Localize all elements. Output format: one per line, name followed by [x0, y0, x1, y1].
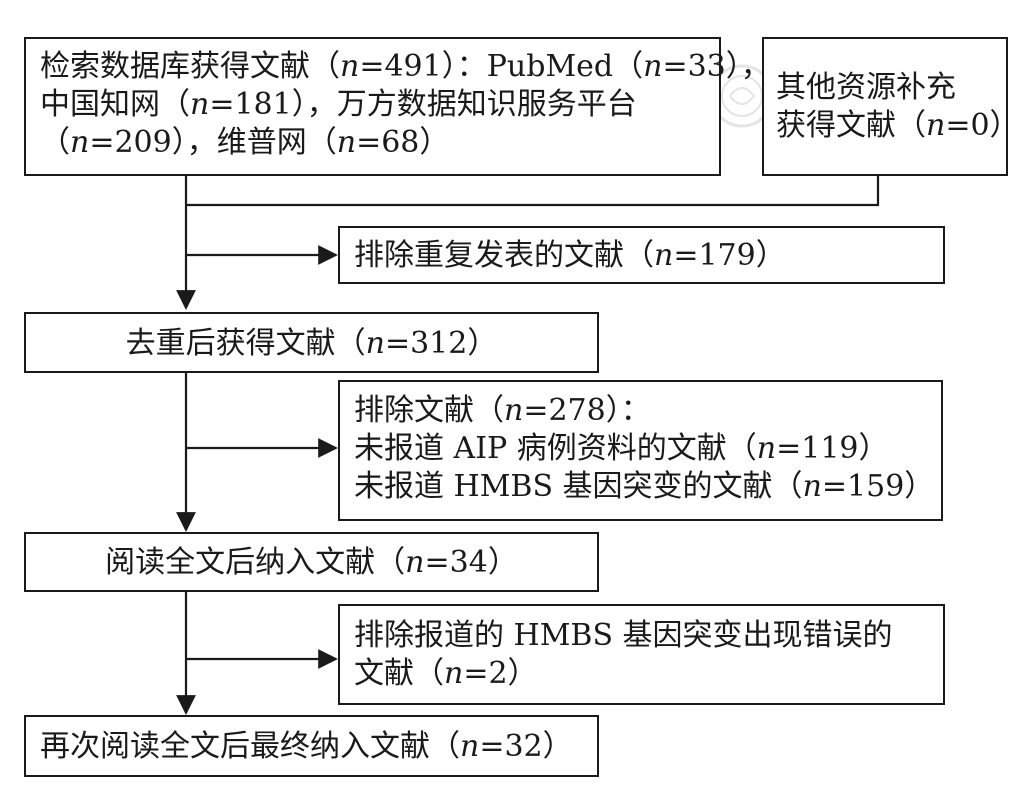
- fulltext-included-text: 阅读全文后纳入文献（n=34）: [105, 545, 518, 580]
- exclude-errors-line-1: 排除报道的 HMBS 基因突变出现错误的: [354, 618, 893, 653]
- exclude-errors-line-2: 文献（n=2）: [354, 656, 538, 691]
- exclude-278-box: 排除文献（n=278）： 未报道 AIP 病例资料的文献（n=119） 未报道 …: [338, 380, 943, 521]
- exclude-278-line-1: 排除文献（n=278）：: [354, 393, 651, 428]
- after-dedup-box: 去重后获得文献（n=312）: [24, 312, 599, 373]
- fulltext-included-box: 阅读全文后纳入文献（n=34）: [24, 532, 599, 592]
- exclude-278-line-2: 未报道 AIP 病例资料的文献（n=119）: [354, 431, 889, 466]
- exclude-278-line-3: 未报道 HMBS 基因突变的文献（n=159）: [354, 469, 935, 504]
- other-sources-box: 其他资源补充 获得文献（n=0）: [762, 37, 1020, 176]
- search-line-2: 中国知网（n=181），万方数据知识服务平台: [40, 87, 637, 122]
- other-sources-line-1: 其他资源补充: [776, 70, 956, 105]
- search-line-1: 检索数据库获得文献（n=491）：PubMed（n=33），: [40, 49, 771, 84]
- final-included-box: 再次阅读全文后最终纳入文献（n=32）: [24, 715, 599, 777]
- after-dedup-text: 去重后获得文献（n=312）: [125, 326, 498, 361]
- connector-other-sources-merge: [186, 176, 880, 207]
- exclude-errors-box: 排除报道的 HMBS 基因突变出现错误的 文献（n=2）: [338, 604, 945, 705]
- exclude-duplicates-box: 排除重复发表的文献（n=179）: [338, 226, 945, 284]
- other-sources-line-2: 获得文献（n=0）: [776, 108, 1020, 143]
- final-included-text: 再次阅读全文后最终纳入文献（n=32）: [40, 729, 573, 764]
- exclude-duplicates-text: 排除重复发表的文献（n=179）: [354, 238, 786, 273]
- search-databases-box: 检索数据库获得文献（n=491）：PubMed（n=33）， 中国知网（n=18…: [24, 37, 771, 176]
- search-line-3: （n=209），维普网（n=68）: [40, 125, 450, 160]
